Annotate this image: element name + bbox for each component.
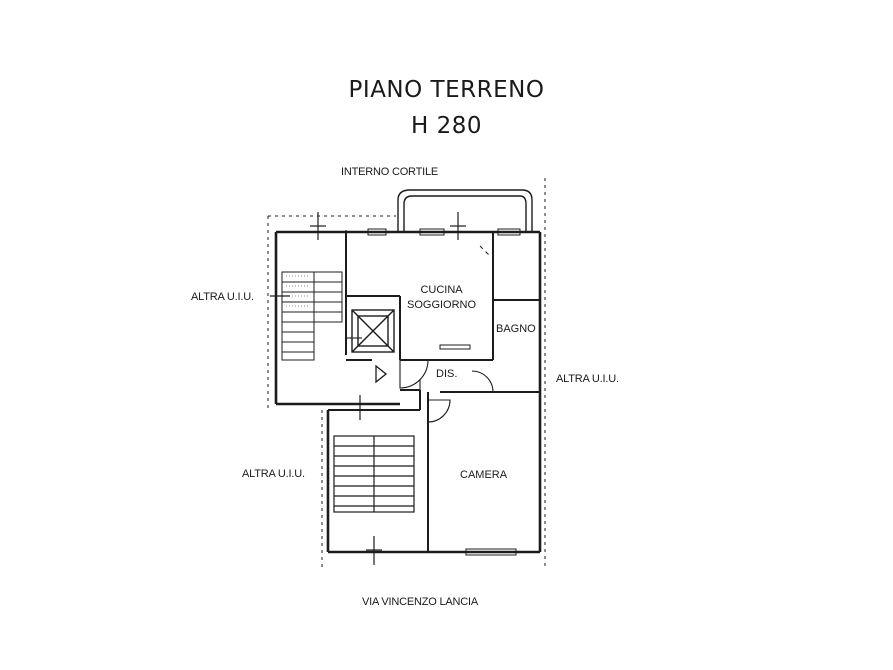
ceiling-height-label: H 280 <box>410 113 482 139</box>
room-hallway: DIS. <box>436 368 458 380</box>
windows <box>367 228 521 556</box>
label-other-unit-left-lower: ALTRA U.I.U. <box>242 468 305 480</box>
balcony <box>397 189 533 232</box>
stair-lower <box>333 435 415 513</box>
room-living-label: SOGGIORNO <box>407 299 477 311</box>
stair-upper <box>281 271 343 361</box>
section-ticks <box>270 212 466 565</box>
label-interior-courtyard: INTERNO CORTILE <box>341 166 439 178</box>
interior-walls <box>328 232 540 552</box>
room-kitchen-label: CUCINA <box>420 284 463 296</box>
room-bathroom: BAGNO <box>496 323 536 335</box>
label-street: VIA VINCENZO LANCIA <box>362 596 479 608</box>
room-kitchen-living: CUCINA SOGGIORNO <box>407 283 476 313</box>
label-other-unit-right: ALTRA U.I.U. <box>556 373 619 385</box>
lift-shaft <box>351 309 395 353</box>
plan-title: PIANO TERRENO <box>348 77 545 103</box>
boundary-dashed <box>267 178 546 570</box>
label-other-unit-left-upper: ALTRA U.I.U. <box>191 291 254 303</box>
room-bedroom: CAMERA <box>460 469 508 481</box>
door-swings <box>346 337 494 423</box>
entry-arrow <box>375 364 388 384</box>
